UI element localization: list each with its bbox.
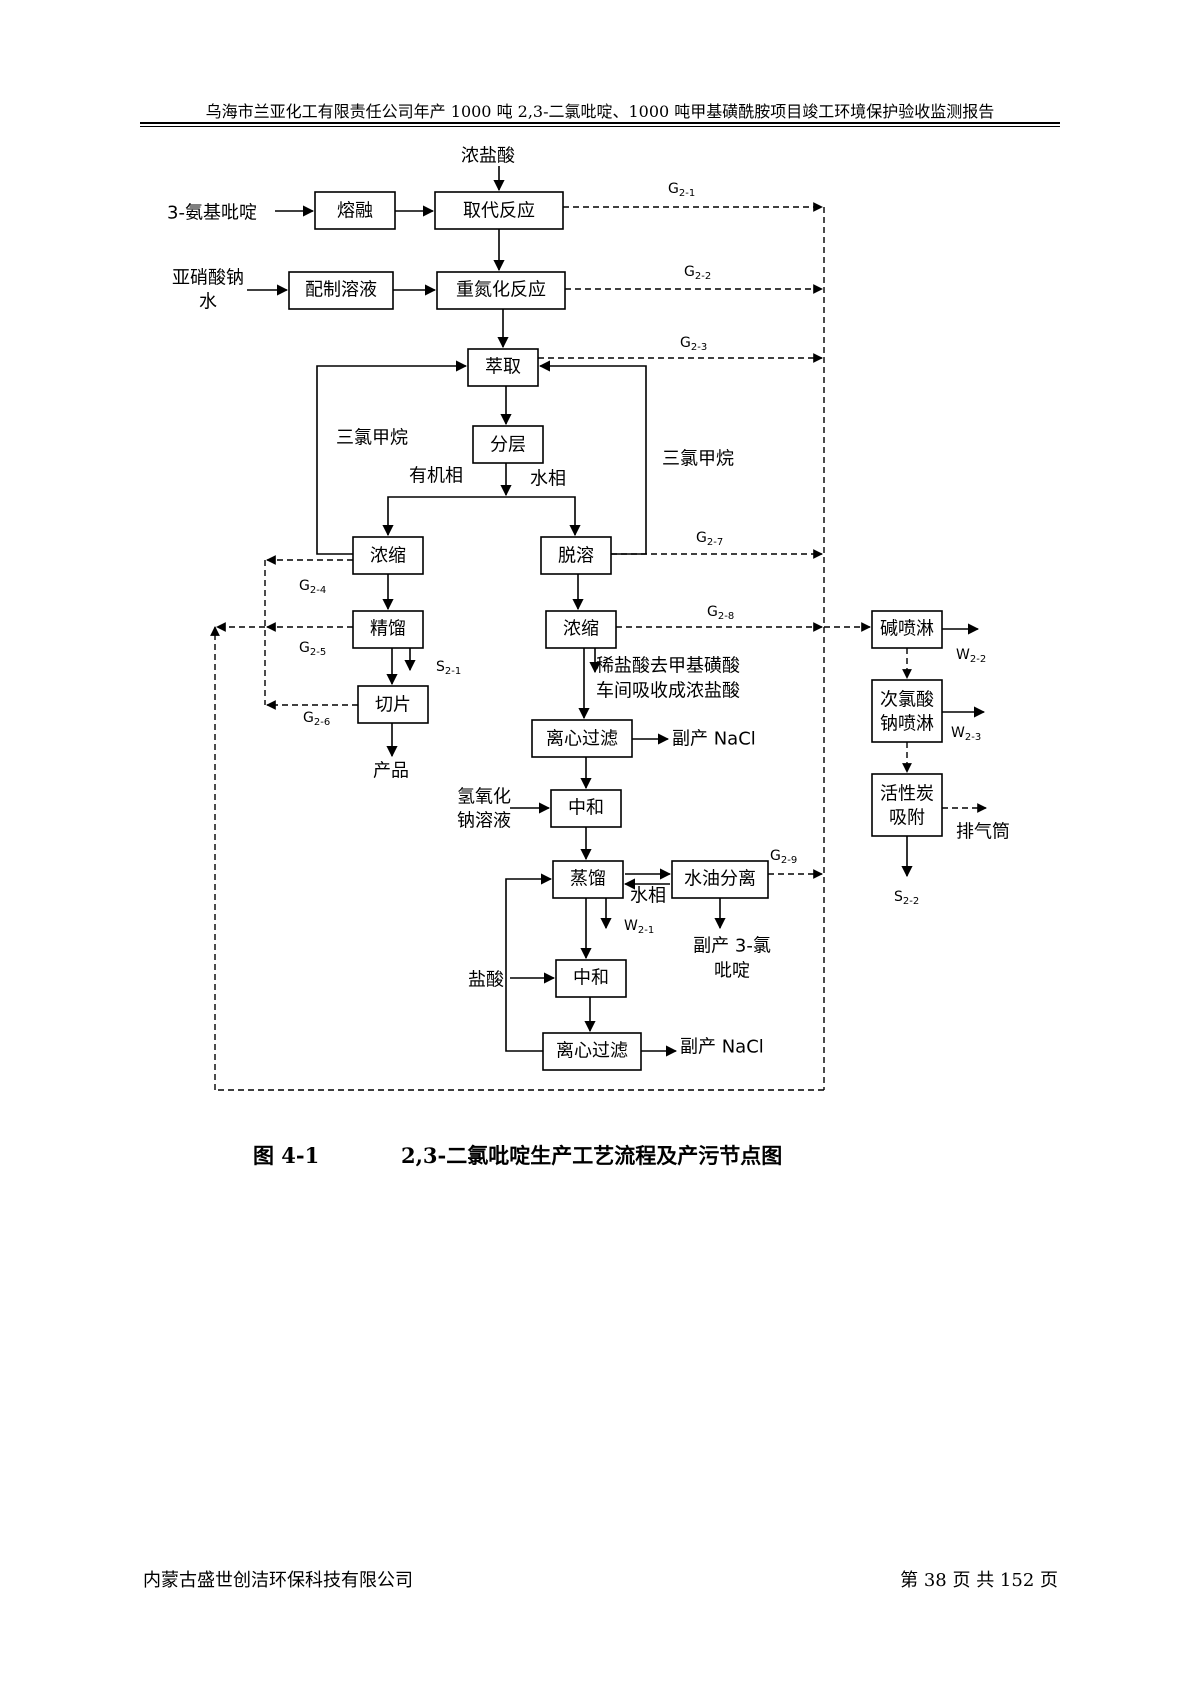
label-rectification: 精馏 bbox=[370, 619, 406, 640]
tag-S21: S2-1 bbox=[436, 659, 461, 677]
input-chloroform-left: 三氯甲烷 bbox=[336, 428, 408, 449]
box-desolvation bbox=[540, 536, 612, 575]
box-substitution bbox=[434, 191, 564, 230]
label-substitution: 取代反应 bbox=[463, 201, 535, 222]
label-melt: 熔融 bbox=[337, 201, 373, 222]
tag-G29: G2-9 bbox=[770, 848, 797, 866]
box-hypochlorite-spray bbox=[871, 679, 943, 743]
label-alkali-spray: 碱喷淋 bbox=[880, 619, 934, 640]
tag-G28: G2-8 bbox=[707, 604, 734, 622]
input-naoh-1: 氢氧化 bbox=[457, 787, 511, 808]
box-extraction bbox=[467, 348, 539, 387]
label-water-oil-sep: 水油分离 bbox=[684, 869, 756, 890]
input-chloroform-right: 三氯甲烷 bbox=[662, 449, 734, 470]
label-dilute-hcl-2: 车间吸收成浓盐酸 bbox=[596, 681, 740, 702]
label-slicing: 切片 bbox=[375, 695, 411, 716]
label-hypochlorite-2: 钠喷淋 bbox=[880, 714, 934, 735]
figure-number: 图 4-1 bbox=[253, 1143, 320, 1168]
tag-W21: W2-1 bbox=[624, 918, 654, 936]
recycle-chloroform-left bbox=[316, 360, 468, 555]
tag-G21: G2-1 bbox=[668, 181, 695, 199]
label-prep-solution: 配制溶液 bbox=[305, 280, 377, 301]
output-byproduct-nacl2: 副产 NaCl bbox=[680, 1037, 764, 1058]
box-separation bbox=[472, 425, 544, 464]
label-aqueous-phase: 水相 bbox=[530, 469, 566, 490]
box-prep-solution bbox=[288, 271, 394, 310]
recycle-chloroform-right bbox=[538, 360, 647, 555]
label-distillation: 蒸馏 bbox=[570, 869, 606, 890]
figure-title: 2,3-二氯吡啶生产工艺流程及产污节点图 bbox=[401, 1143, 783, 1168]
label-extraction: 萃取 bbox=[485, 357, 521, 378]
label-hypochlorite-1: 次氯酸 bbox=[880, 690, 934, 711]
label-concentrate-left: 浓缩 bbox=[370, 546, 406, 567]
label-separation: 分层 bbox=[490, 435, 526, 456]
box-melt bbox=[314, 191, 396, 230]
input-conc-hcl: 浓盐酸 bbox=[461, 146, 515, 167]
label-centrifuge1: 离心过滤 bbox=[546, 729, 618, 750]
output-byproduct-nacl1: 副产 NaCl bbox=[672, 729, 756, 750]
report-header: 乌海市兰亚化工有限责任公司年产 1000 吨 2,3-二氯吡啶、1000 吨甲基… bbox=[205, 102, 995, 121]
tag-G24: G2-4 bbox=[299, 578, 326, 596]
label-desolvation: 脱溶 bbox=[558, 546, 594, 567]
input-sodium-nitrite: 亚硝酸钠 bbox=[172, 268, 244, 289]
box-neutralize2 bbox=[555, 959, 627, 998]
label-centrifuge2: 离心过滤 bbox=[556, 1041, 628, 1062]
output-byproduct-cp-2: 吡啶 bbox=[714, 961, 750, 982]
tag-S22: S2-2 bbox=[894, 889, 919, 907]
box-slicing bbox=[357, 685, 429, 724]
recycle-cent2-to-distill bbox=[505, 873, 553, 1052]
label-aqueous-phase2: 水相 bbox=[630, 886, 666, 907]
label-carbon-1: 活性炭 bbox=[880, 784, 934, 805]
tag-W22: W2-2 bbox=[956, 647, 986, 665]
tag-G27: G2-7 bbox=[696, 530, 723, 548]
input-hcl: 盐酸 bbox=[468, 970, 504, 991]
output-exhaust-stack: 排气筒 bbox=[956, 822, 1010, 843]
label-concentrate-mid: 浓缩 bbox=[563, 619, 599, 640]
box-alkali-spray bbox=[871, 610, 943, 649]
label-organic-phase: 有机相 bbox=[409, 466, 463, 487]
output-product: 产品 bbox=[373, 761, 409, 782]
input-naoh-2: 钠溶液 bbox=[457, 811, 511, 832]
box-rectification bbox=[352, 610, 424, 649]
header-rule bbox=[140, 122, 1060, 124]
label-carbon-2: 吸附 bbox=[889, 808, 925, 829]
label-dilute-hcl-1: 稀盐酸去甲基磺酸 bbox=[596, 656, 740, 677]
arrow-organic-phase bbox=[382, 496, 574, 537]
tag-W23: W2-3 bbox=[951, 725, 981, 743]
box-neutralize1 bbox=[550, 789, 622, 828]
arrow-aqueous-phase bbox=[569, 496, 581, 537]
footer-page: 第 38 页 共 152 页 bbox=[900, 1570, 1058, 1591]
tag-G22: G2-2 bbox=[684, 264, 711, 282]
box-diazotization bbox=[436, 271, 566, 310]
tag-G25: G2-5 bbox=[299, 640, 326, 658]
tag-G23: G2-3 bbox=[680, 335, 707, 353]
label-neutralize2: 中和 bbox=[573, 968, 609, 989]
box-concentrate-mid bbox=[545, 610, 617, 649]
box-distillation bbox=[552, 860, 624, 899]
input-aminopyridine: 3-氨基吡啶 bbox=[167, 203, 257, 224]
box-water-oil-sep bbox=[671, 860, 769, 899]
header-rule-thin bbox=[140, 126, 1060, 127]
box-centrifuge2 bbox=[542, 1032, 642, 1071]
output-byproduct-cp-1: 副产 3-氯 bbox=[693, 936, 771, 957]
input-water: 水 bbox=[199, 292, 217, 313]
footer-company: 内蒙古盛世创洁环保科技有限公司 bbox=[143, 1570, 413, 1591]
label-diazotization: 重氮化反应 bbox=[456, 280, 546, 301]
label-neutralize1: 中和 bbox=[568, 798, 604, 819]
tag-G26: G2-6 bbox=[303, 710, 330, 728]
box-concentrate-left bbox=[352, 536, 424, 575]
